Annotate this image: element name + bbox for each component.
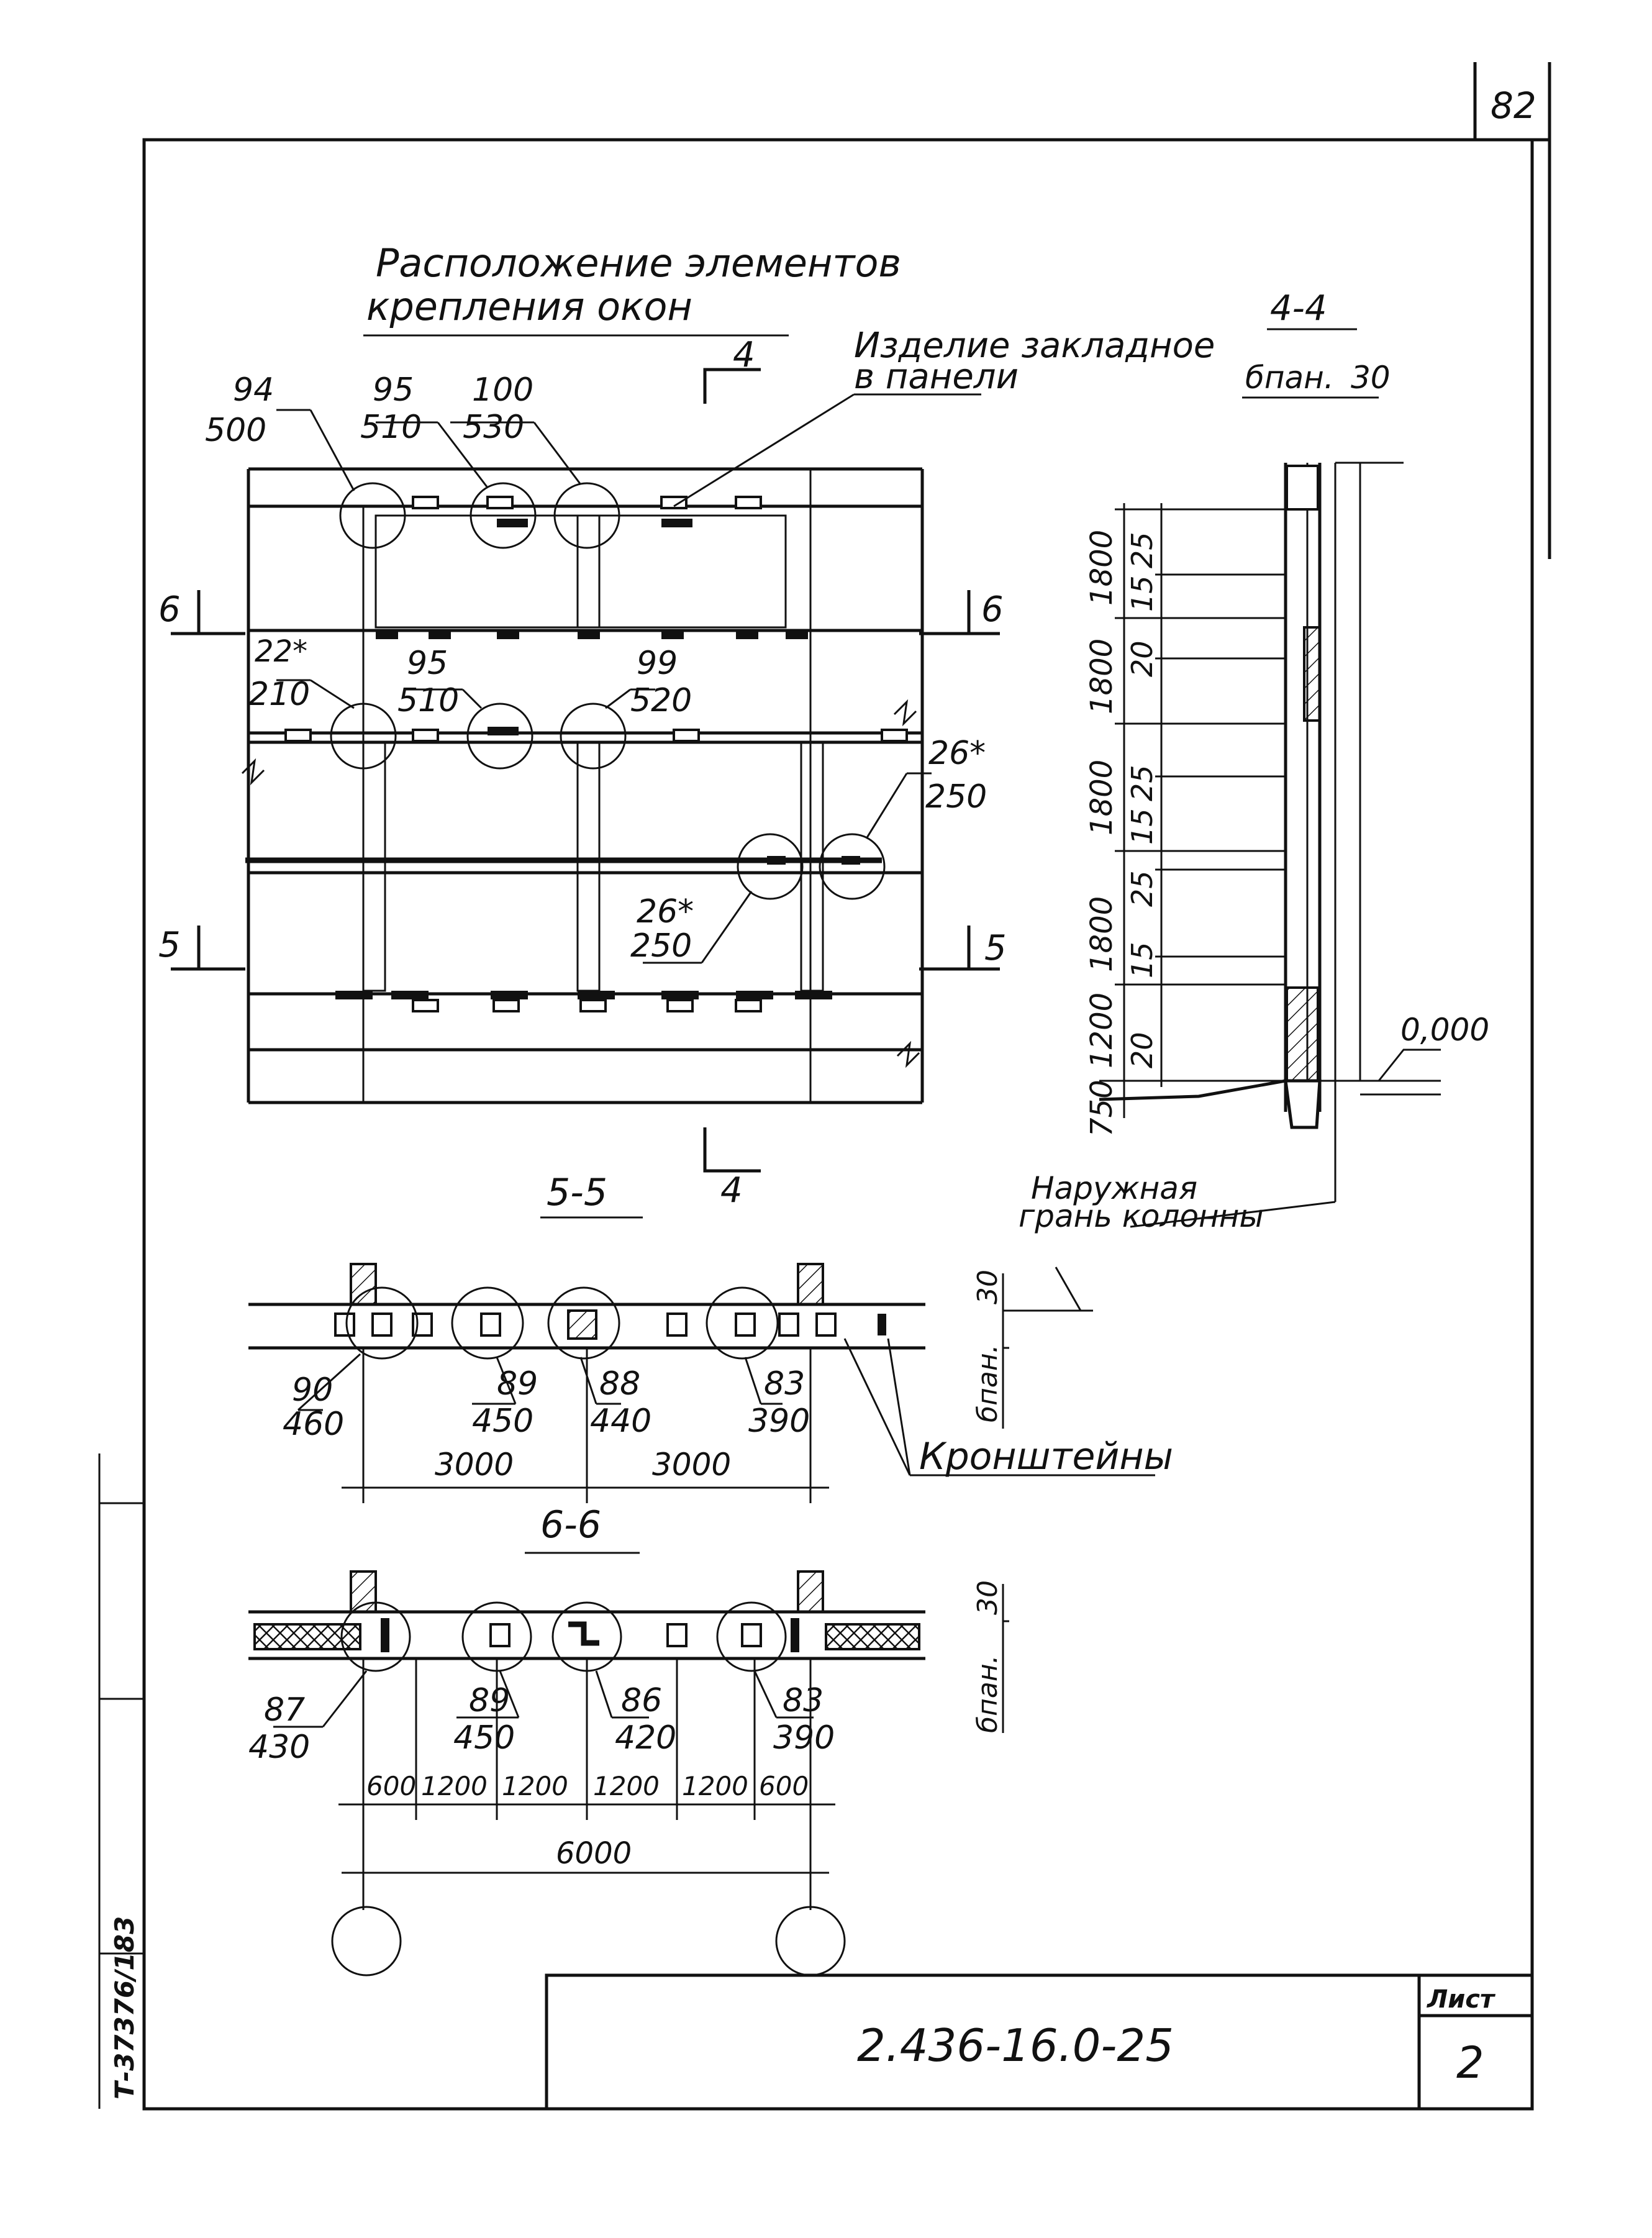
callout-label-top: 83 bbox=[783, 1682, 824, 1719]
height-dim: 750 bbox=[1084, 1080, 1119, 1137]
plan-callout-circles bbox=[276, 393, 981, 964]
callout-label-bottom: 520 bbox=[630, 682, 692, 719]
section-mark-5-left: 5 bbox=[158, 925, 181, 965]
callout-label-bottom: 510 bbox=[360, 409, 422, 446]
offset-dim: 20 bbox=[1125, 1032, 1159, 1068]
outer-face-note-line1: Наружная bbox=[1031, 1170, 1197, 1206]
drawing-title-line1: Расположение элементов bbox=[376, 240, 901, 286]
callout-label-bottom: 250 bbox=[925, 778, 987, 816]
callout-label-top: 95 bbox=[407, 645, 448, 682]
span-dim: 1200 bbox=[421, 1771, 488, 1801]
section55-bpan-label: бпан. bbox=[972, 1344, 1004, 1422]
callout-label-bottom: 460 bbox=[283, 1406, 344, 1443]
callout-label-top: 95 bbox=[373, 371, 414, 409]
callout-label-top: 26* bbox=[637, 893, 694, 930]
section44-bpan-label: бпан. bbox=[1245, 360, 1334, 396]
level-mark: 0,000 bbox=[1400, 1012, 1489, 1048]
callout-label-top: 99 bbox=[637, 645, 678, 682]
offset-dim: 15 bbox=[1125, 808, 1159, 845]
section-title-6-6: 6-6 bbox=[540, 1503, 601, 1547]
callout-label-top: 86 bbox=[621, 1682, 662, 1719]
callout-label-bottom: 450 bbox=[453, 1719, 515, 1757]
callout-label-top: 100 bbox=[472, 371, 533, 409]
section66-bpan-label: бпан. bbox=[972, 1655, 1004, 1733]
outer-face-note-line2: грань колонны bbox=[1019, 1198, 1264, 1234]
height-dim: 1800 bbox=[1084, 530, 1119, 606]
section-title-5-5: 5-5 bbox=[547, 1171, 607, 1214]
callout-label-bottom: 250 bbox=[630, 927, 692, 965]
span-dim: 600 bbox=[366, 1771, 416, 1801]
offset-dim: 25 bbox=[1125, 532, 1159, 568]
document-code: 2.436-16.0-25 bbox=[857, 2019, 1174, 2072]
callout-label-top: 89 bbox=[497, 1365, 538, 1403]
callout-label-top: 26* bbox=[928, 735, 986, 772]
offset-dim: 15 bbox=[1125, 575, 1159, 612]
callout-label-bottom: 440 bbox=[590, 1403, 651, 1440]
callout-label-top: 90 bbox=[292, 1371, 333, 1409]
callout-label-bottom: 450 bbox=[472, 1403, 533, 1440]
callout-label-top: 94 bbox=[233, 371, 274, 409]
height-dim: 1800 bbox=[1084, 639, 1119, 714]
section-5-5-strip bbox=[248, 1263, 1155, 1503]
callout-label-bottom: 390 bbox=[773, 1719, 835, 1757]
callout-label-bottom: 420 bbox=[615, 1719, 676, 1757]
section-6-6-strip bbox=[248, 1570, 1009, 1976]
span-dim: 1200 bbox=[502, 1771, 568, 1801]
offset-dim: 20 bbox=[1125, 640, 1159, 677]
height-dim: 1800 bbox=[1084, 896, 1119, 972]
sheet-number: 2 bbox=[1456, 2037, 1484, 2088]
callout-label-top: 89 bbox=[469, 1682, 510, 1719]
callout-label-bottom: 210 bbox=[248, 676, 310, 713]
callout-label-top: 88 bbox=[599, 1365, 640, 1403]
callout-label-bottom: 510 bbox=[397, 682, 459, 719]
section-mark-6-left: 6 bbox=[158, 589, 181, 630]
span-dim: 3000 bbox=[435, 1447, 514, 1483]
offset-dim: 15 bbox=[1125, 942, 1159, 978]
archive-number: Т-37376/183 bbox=[109, 1916, 140, 2099]
section55-dim-30: 30 bbox=[972, 1270, 1004, 1304]
offset-dim: 25 bbox=[1125, 765, 1159, 801]
sheet-label: Лист bbox=[1427, 1985, 1496, 2014]
window-frame-plan bbox=[241, 467, 924, 1104]
callout-label-top: 83 bbox=[764, 1365, 805, 1403]
drawing-title-line2: крепления окон bbox=[366, 284, 692, 329]
embedded-item-note-line2: в панели bbox=[854, 357, 1019, 397]
span-dim: 1200 bbox=[593, 1771, 660, 1801]
callout-label-top: 87 bbox=[264, 1691, 305, 1729]
height-dim: 1200 bbox=[1084, 993, 1119, 1068]
section-4-4-elevation bbox=[1099, 462, 1441, 1228]
page-number: 82 bbox=[1491, 84, 1536, 127]
height-dim: 1800 bbox=[1084, 760, 1119, 835]
title-block bbox=[545, 1973, 1534, 2111]
section66-dim-30: 30 bbox=[972, 1580, 1004, 1615]
total-dim: 6000 bbox=[556, 1836, 632, 1871]
callout-label-bottom: 430 bbox=[248, 1729, 310, 1766]
callout-label-bottom: 390 bbox=[748, 1403, 810, 1440]
callout-label-bottom: 530 bbox=[463, 409, 524, 446]
callout-label-top: 22* bbox=[255, 634, 307, 669]
section-mark-6-right: 6 bbox=[981, 589, 1004, 630]
embedded-item-note-line1: Изделие закладное bbox=[854, 325, 1215, 366]
section-title-4-4: 4-4 bbox=[1270, 288, 1327, 329]
section44-dim-30: 30 bbox=[1351, 360, 1391, 396]
span-dim: 1200 bbox=[682, 1771, 748, 1801]
section-mark-4-bottom: 4 bbox=[720, 1170, 743, 1211]
callout-label-bottom: 500 bbox=[205, 412, 266, 449]
span-dim: 600 bbox=[759, 1771, 809, 1801]
span-dim: 3000 bbox=[652, 1447, 731, 1483]
brackets-label: Кронштейны bbox=[919, 1435, 1173, 1478]
section-cuts bbox=[171, 368, 1000, 1173]
section-mark-4-top: 4 bbox=[733, 335, 755, 375]
section-mark-5-right: 5 bbox=[984, 928, 1007, 968]
offset-dim: 25 bbox=[1125, 870, 1159, 907]
